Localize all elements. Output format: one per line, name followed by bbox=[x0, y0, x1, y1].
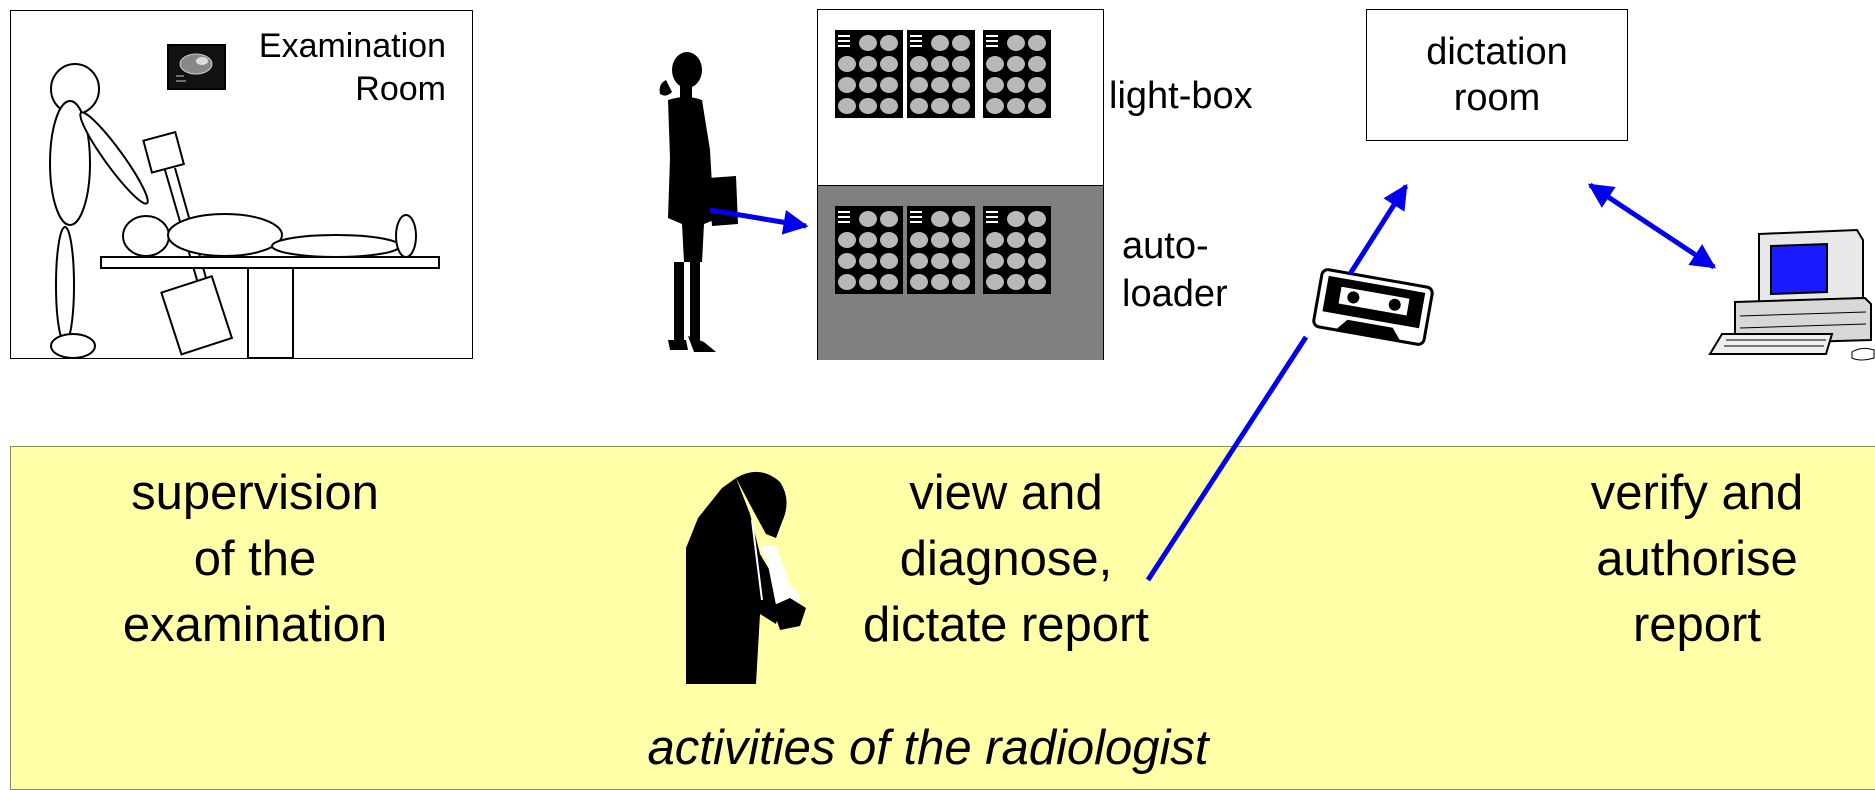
xray-film-sheet bbox=[983, 206, 1051, 294]
arrow-dictation-room-computer bbox=[1587, 182, 1717, 270]
view-line1: view and bbox=[909, 466, 1103, 520]
light-box-label: light-box bbox=[1109, 75, 1253, 117]
dictation-room-box: dictation room bbox=[1366, 9, 1628, 141]
auto-loader-label-line1: auto- bbox=[1122, 225, 1209, 267]
examination-room-label-line1: Examination bbox=[258, 27, 446, 65]
activities-panel bbox=[10, 446, 1875, 790]
verify-authorise-text: verify and authorise report bbox=[1527, 460, 1867, 658]
xray-film-sheet bbox=[835, 206, 903, 294]
auto-loader-label: auto- loader bbox=[1122, 222, 1228, 318]
arrow-dictate-to-cassette bbox=[1145, 335, 1309, 582]
examination-room-label-line2: Room bbox=[355, 70, 446, 108]
xray-tube-head bbox=[142, 130, 186, 174]
arrow-cassette-to-dictation-room bbox=[1347, 183, 1409, 276]
xray-film-sheet bbox=[983, 30, 1051, 118]
radiologist-silhouette-icon bbox=[686, 471, 806, 684]
verify-line3: report bbox=[1632, 598, 1761, 652]
supervision-text: supervision of the examination bbox=[85, 460, 425, 658]
computer-icon bbox=[1708, 228, 1875, 361]
xray-film-sheet bbox=[835, 30, 903, 118]
arrow-to-auto-loader bbox=[709, 207, 809, 235]
dictation-room-label-line2: room bbox=[1453, 77, 1541, 119]
supervision-line2: of the bbox=[193, 532, 317, 586]
xray-film-sheet bbox=[907, 30, 975, 118]
activities-caption: activities of the radiologist bbox=[647, 721, 1209, 775]
view-line2: diagnose, bbox=[899, 532, 1113, 586]
view-diagnose-text: view and diagnose, dictate report bbox=[836, 460, 1176, 658]
xray-film-sheet bbox=[907, 206, 975, 294]
supervision-line3: examination bbox=[122, 598, 388, 652]
dictation-room-label-line1: dictation bbox=[1426, 31, 1568, 73]
auto-loader-label-line2: loader bbox=[1122, 273, 1228, 315]
cassette-tape-icon bbox=[1312, 268, 1434, 346]
examination-room-label: Examination Room bbox=[259, 25, 446, 111]
view-line3: dictate report bbox=[863, 598, 1149, 652]
woman-silhouette-icon bbox=[659, 52, 738, 352]
verify-line2: authorise bbox=[1596, 532, 1798, 586]
supervision-line1: supervision bbox=[131, 466, 379, 520]
verify-line1: verify and bbox=[1590, 466, 1804, 520]
